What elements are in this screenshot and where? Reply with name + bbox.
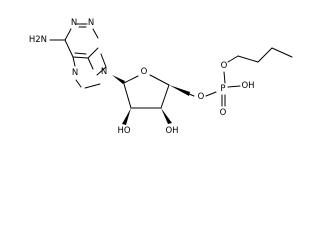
chemical-structure: H2N N N N N O HO OH O P OH O O [29, 18, 293, 136]
wedge-bond [169, 85, 190, 96]
bond [227, 55, 239, 63]
n3-label: N [88, 18, 94, 28]
bond [257, 47, 273, 63]
amine-label: H2N [29, 35, 47, 45]
ribose-ring [112, 74, 195, 125]
bond [227, 85, 241, 88]
bond [87, 47, 99, 59]
bond [64, 39, 74, 58]
bond [188, 93, 195, 97]
bond [160, 84, 170, 109]
phosphorus-label: P [220, 84, 225, 94]
bond [75, 79, 82, 88]
bond [205, 91, 217, 97]
wedge-bond [112, 75, 125, 84]
n9-label: N [101, 67, 107, 77]
pyrimidine-ring [49, 23, 99, 59]
hydroxyl-2-label: HO [117, 126, 130, 136]
wedge-bond [161, 108, 172, 124]
hydroxyl-3-label: OH [165, 126, 178, 136]
bond [84, 83, 101, 89]
bond [149, 74, 170, 86]
n7-label: N [72, 68, 78, 78]
bond [100, 53, 107, 68]
butyl-oxygen-label: O [221, 61, 228, 71]
bond [223, 71, 226, 84]
phosphate-oxo-label: O [220, 108, 227, 118]
wedge-bond [122, 108, 131, 125]
bond [96, 66, 107, 76]
bond [237, 55, 259, 63]
atom-labels: H2N N N N N O HO OH O P OH O O [29, 18, 255, 136]
ring-oxygen-label: O [141, 67, 148, 77]
butyl-phosphate-group [205, 47, 293, 107]
phosphate-hydroxyl-label: OH [241, 81, 254, 91]
bond [72, 56, 89, 59]
bond [87, 57, 94, 70]
ester-oxygen-label: O [198, 92, 205, 102]
bond [64, 28, 72, 41]
bond [92, 28, 99, 39]
bond [123, 75, 139, 84]
bond [271, 47, 293, 58]
n1-label: N [71, 18, 77, 28]
bond [72, 56, 76, 67]
bond [123, 83, 132, 109]
imidazole-ring [72, 53, 107, 89]
bond [74, 52, 87, 55]
